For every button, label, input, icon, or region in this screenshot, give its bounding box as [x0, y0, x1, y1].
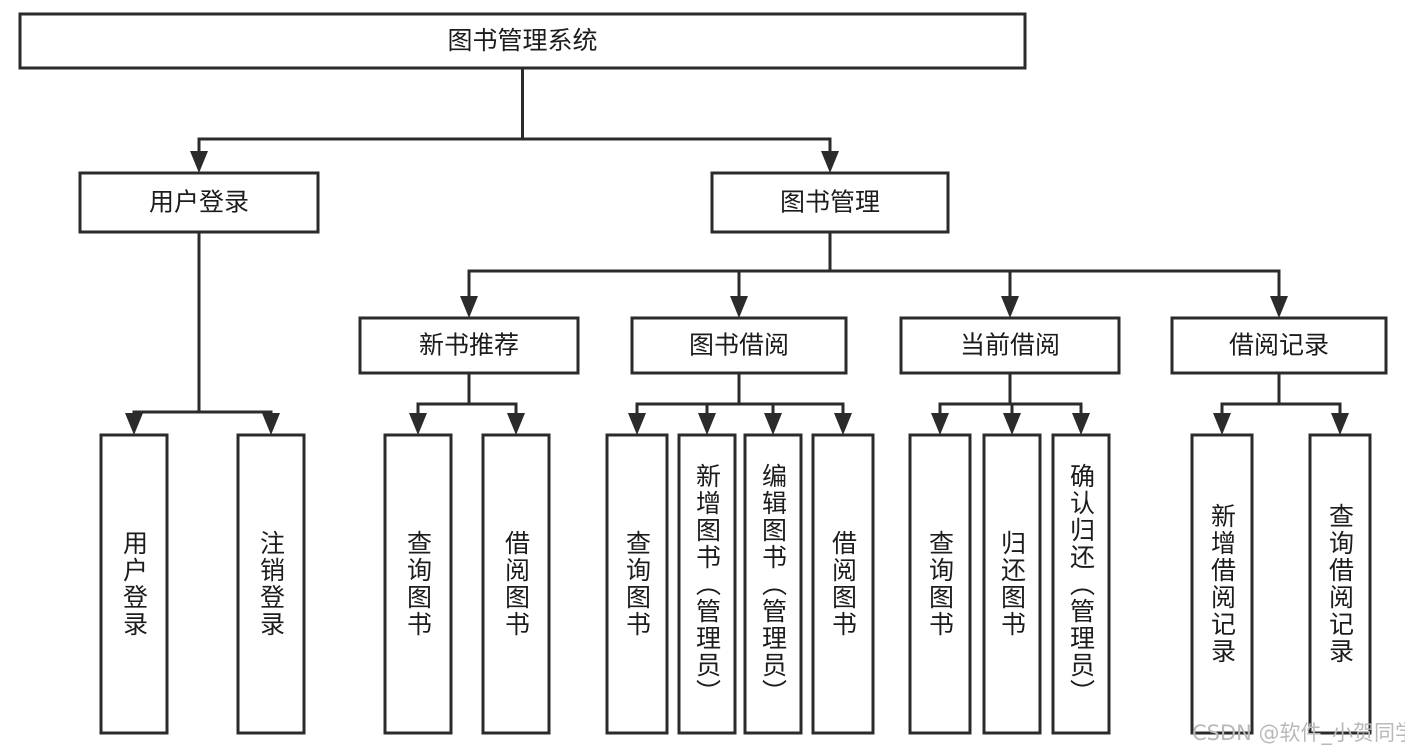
node-box-leaf-edit-book[interactable] — [743, 433, 803, 735]
node-label-wrap-leaf-add-record: 新增借阅记录 — [1192, 435, 1252, 733]
csdn-watermark: CSDN @软件_小贺同学 — [1192, 721, 1405, 745]
node-box-leaf-user-login[interactable] — [99, 433, 169, 735]
node-label-leaf-borrow-book-1: 借阅图书 — [501, 530, 531, 638]
node-label-wrap-leaf-add-book: 新增图书（管理员） — [679, 435, 735, 733]
edge-group-current-borrow — [931, 371, 1090, 435]
node-box-leaf-borrow-book-1[interactable] — [481, 433, 551, 735]
edge-group-new-book-rec — [409, 371, 525, 435]
node-box-root[interactable] — [18, 12, 1027, 70]
node-label-leaf-query-book-3: 查询图书 — [925, 530, 955, 638]
node-label-borrow-record: 借阅记录 — [1229, 331, 1329, 360]
node-label-leaf-add-book: 新增图书（管理员） — [692, 462, 722, 706]
node-label-wrap-leaf-query-record: 查询借阅记录 — [1310, 435, 1370, 733]
node-label-wrap-leaf-confirm-return: 确认归还（管理员） — [1053, 435, 1109, 733]
node-box-leaf-query-record[interactable] — [1308, 433, 1372, 735]
node-box-leaf-borrow-book-2[interactable] — [811, 433, 875, 735]
edge-group-root — [190, 66, 839, 173]
node-box-book-borrow[interactable] — [630, 316, 848, 375]
edge-group-borrow-record — [1213, 371, 1349, 435]
node-box-user-login[interactable] — [78, 171, 320, 234]
node-label-book-borrow: 图书借阅 — [689, 331, 789, 360]
node-box-borrow-record[interactable] — [1170, 316, 1388, 375]
node-label-root: 图书管理系统 — [447, 26, 597, 55]
node-label-wrap-leaf-query-book-2: 查询图书 — [607, 435, 667, 733]
node-label-wrap-leaf-user-login: 用户登录 — [101, 435, 167, 733]
node-label-leaf-return-book: 归还图书 — [997, 530, 1027, 638]
node-label-wrap-leaf-logout: 注销登录 — [238, 435, 304, 733]
node-label-leaf-logout: 注销登录 — [256, 530, 286, 638]
node-box-new-book-rec[interactable] — [358, 316, 580, 375]
node-box-leaf-add-book[interactable] — [677, 433, 737, 735]
node-box-leaf-add-record[interactable] — [1190, 433, 1254, 735]
node-box-book-manage[interactable] — [710, 171, 950, 234]
edge-group-user-login — [125, 230, 280, 435]
node-label-leaf-query-book-2: 查询图书 — [622, 530, 652, 638]
node-box-leaf-query-book-2[interactable] — [605, 433, 669, 735]
node-box-leaf-query-book-1[interactable] — [383, 433, 453, 735]
connectors-layer — [125, 66, 1349, 435]
node-label-leaf-query-book-1: 查询图书 — [403, 530, 433, 638]
node-label-leaf-confirm-return: 确认归还（管理员） — [1066, 462, 1096, 706]
node-label-wrap-leaf-query-book-3: 查询图书 — [910, 435, 970, 733]
node-label-wrap-leaf-query-book-1: 查询图书 — [385, 435, 451, 733]
node-label-wrap-leaf-borrow-book-1: 借阅图书 — [483, 435, 549, 733]
node-box-current-borrow[interactable] — [899, 316, 1121, 375]
node-label-user-login: 用户登录 — [149, 188, 249, 217]
node-label-wrap-leaf-borrow-book-2: 借阅图书 — [813, 435, 873, 733]
node-label-new-book-rec: 新书推荐 — [419, 331, 519, 360]
node-label-leaf-add-record: 新增借阅记录 — [1207, 503, 1237, 665]
node-label-leaf-edit-book: 编辑图书（管理员） — [758, 462, 788, 706]
node-box-leaf-logout[interactable] — [236, 433, 306, 735]
node-label-book-manage: 图书管理 — [780, 188, 880, 217]
boxes-layer — [18, 12, 1388, 735]
node-label-leaf-query-record: 查询借阅记录 — [1325, 503, 1355, 665]
edge-group-book-manage — [460, 230, 1288, 318]
node-label-wrap-leaf-edit-book: 编辑图书（管理员） — [745, 435, 801, 733]
node-box-leaf-query-book-3[interactable] — [908, 433, 972, 735]
node-label-leaf-user-login: 用户登录 — [119, 530, 149, 638]
node-box-leaf-return-book[interactable] — [982, 433, 1042, 735]
node-label-current-borrow: 当前借阅 — [960, 331, 1060, 360]
node-label-leaf-borrow-book-2: 借阅图书 — [828, 530, 858, 638]
node-box-leaf-confirm-return[interactable] — [1051, 433, 1111, 735]
node-label-wrap-leaf-return-book: 归还图书 — [984, 435, 1040, 733]
edge-group-book-borrow — [628, 371, 852, 435]
